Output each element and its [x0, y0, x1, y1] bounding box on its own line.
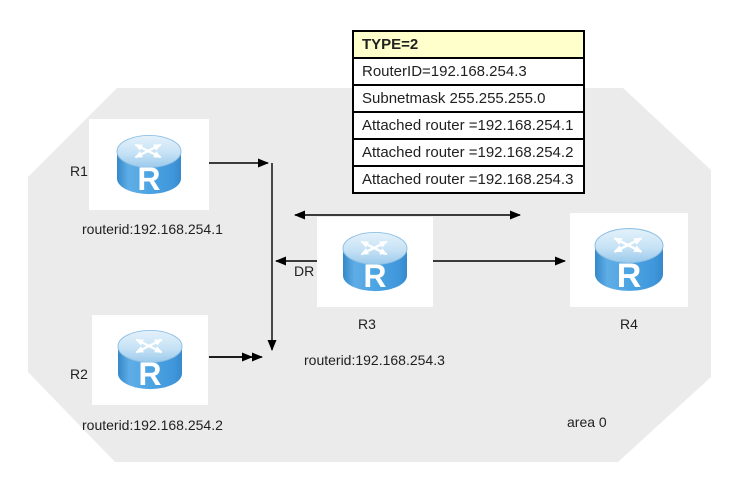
router-r3 [317, 217, 433, 307]
router-icon [336, 230, 414, 294]
lsa-table-header: TYPE=2 [354, 32, 583, 57]
router-r2-routerid: routerid:192.168.254.2 [82, 417, 223, 433]
router-r2 [92, 315, 208, 405]
router-r1-label: R1 [70, 163, 88, 179]
router-r4 [570, 213, 688, 307]
lsa-table-row-routerid: RouterID=192.168.254.3 [354, 57, 583, 84]
lsa-table-row-attached-3: Attached router =192.168.254.3 [354, 165, 583, 192]
router-r1-routerid: routerid:192.168.254.1 [82, 221, 223, 237]
area-0-label: area 0 [567, 414, 607, 430]
lsa-type2-table: TYPE=2 RouterID=192.168.254.3 Subnetmask… [352, 30, 585, 194]
router-r3-label: R3 [358, 316, 376, 332]
router-r1 [89, 119, 209, 210]
lsa-table-row-attached-2: Attached router =192.168.254.2 [354, 138, 583, 165]
router-r3-routerid: routerid:192.168.254.3 [304, 352, 445, 368]
router-icon [588, 226, 670, 294]
router-r4-label: R4 [620, 316, 638, 332]
router-icon [111, 328, 189, 392]
dr-role-label: DR [294, 263, 315, 279]
lsa-table-row-subnetmask: Subnetmask 255.255.255.0 [354, 84, 583, 111]
router-r2-label: R2 [70, 366, 88, 382]
router-icon [110, 133, 188, 197]
lsa-table-row-attached-1: Attached router =192.168.254.1 [354, 111, 583, 138]
